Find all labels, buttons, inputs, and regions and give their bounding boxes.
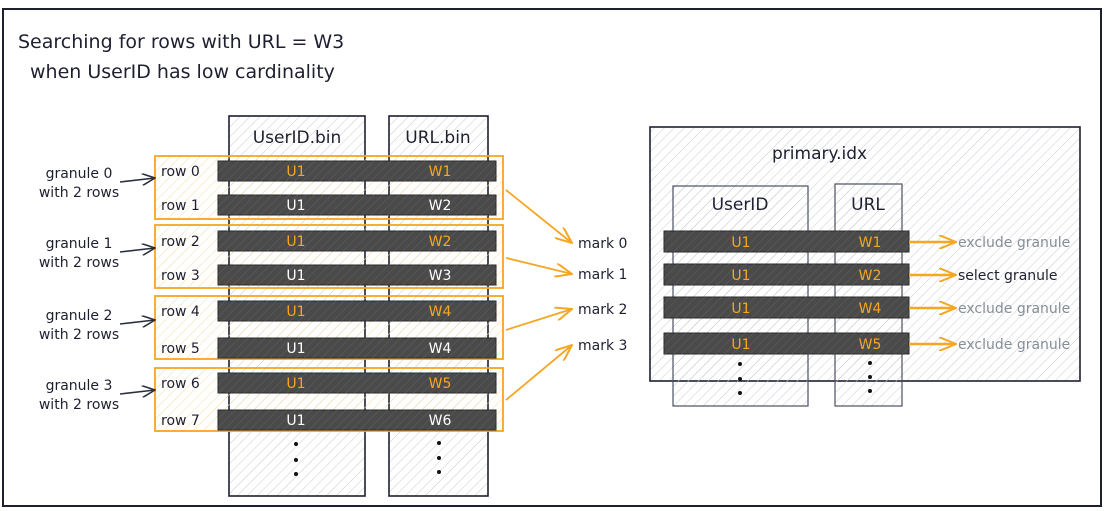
userid-cell: U1 <box>286 341 305 357</box>
index-userid-cell: U1 <box>731 268 750 284</box>
mark-label-0: mark 0 <box>578 236 627 252</box>
row-label: row 2 <box>161 234 200 250</box>
granule-row-count: with 2 rows <box>39 397 119 413</box>
row-bar-hatch <box>218 301 496 321</box>
userid-bin-header: UserID.bin <box>253 128 342 148</box>
outer-frame <box>2 8 1102 507</box>
granule-row-count: with 2 rows <box>39 327 119 343</box>
index-entry: U1 W4 <box>663 296 910 319</box>
url-bin-ellipsis <box>437 441 441 474</box>
index-userid-cell: U1 <box>731 301 750 317</box>
url-cell: W3 <box>429 268 452 284</box>
row-bar-hatch <box>218 161 496 181</box>
index-row-bar-hatch <box>664 231 909 252</box>
granule-label-0: granule 0 with 2 rows <box>39 166 155 201</box>
index-row-bar-hatch <box>664 297 909 318</box>
index-url-cell: W4 <box>859 301 882 317</box>
granule-arrow-icon <box>119 248 155 252</box>
granule-row-count: with 2 rows <box>39 255 119 271</box>
userid-cell: U1 <box>286 198 305 214</box>
index-row-bar-hatch <box>664 264 909 285</box>
row-bar-hatch <box>218 410 496 430</box>
row-bar-hatch <box>218 265 496 285</box>
row-bar-hatch <box>218 338 496 358</box>
granule-to-mark-arrow-icon <box>505 257 572 274</box>
row-bar-hatch <box>218 373 496 393</box>
primary-url-column <box>834 183 903 407</box>
primary-url-ellipsis <box>868 361 872 393</box>
row-bar-hatch <box>218 231 496 251</box>
granule-to-mark-arrow-icon <box>505 345 572 401</box>
data-row: row 2 U1 W2 <box>161 230 497 252</box>
primary-userid-column <box>672 185 809 407</box>
data-row: row 7 U1 W6 <box>161 409 497 431</box>
select-granule-label: select granule <box>958 268 1058 284</box>
granule-to-mark-arrow-icon <box>505 189 572 243</box>
exclude-granule-label: exclude granule <box>958 235 1070 251</box>
url-cell: W4 <box>429 304 452 320</box>
userid-cell: U1 <box>286 234 305 250</box>
url-cell: W6 <box>429 413 452 429</box>
granule-to-mark-arrow-icon <box>505 309 572 331</box>
granule-row-count: with 2 rows <box>39 185 119 201</box>
userid-cell: U1 <box>286 413 305 429</box>
url-cell: W2 <box>429 234 452 250</box>
url-bin-header: URL.bin <box>405 128 470 148</box>
index-row-bar-hatch <box>664 333 909 354</box>
data-row: row 6 U1 W5 <box>161 372 497 394</box>
url-cell: W1 <box>429 164 452 180</box>
row-bar-hatch <box>218 195 496 215</box>
userid-cell: U1 <box>286 304 305 320</box>
index-url-cell: W2 <box>859 268 882 284</box>
granule-name: granule 0 <box>46 166 113 182</box>
exclude-granule-label: exclude granule <box>958 337 1070 353</box>
index-userid-cell: U1 <box>731 337 750 353</box>
userid-cell: U1 <box>286 164 305 180</box>
row-label: row 0 <box>161 164 200 180</box>
row-label: row 1 <box>161 198 200 214</box>
index-url-cell: W1 <box>859 235 882 251</box>
granule-arrow-icon <box>119 320 155 324</box>
granule-label-3: granule 3 with 2 rows <box>39 378 155 413</box>
index-entry: U1 W2 <box>663 263 910 286</box>
granule-name: granule 3 <box>46 378 113 394</box>
primary-index-title: primary.idx <box>772 144 867 164</box>
primary-url-header: URL <box>851 195 885 215</box>
granule-arrow-icon <box>119 390 155 394</box>
granule-name: granule 1 <box>46 236 113 252</box>
primary-userid-header: UserID <box>712 195 769 215</box>
index-entry: U1 W1 <box>663 230 910 253</box>
userid-cell: U1 <box>286 376 305 392</box>
index-entry: U1 W5 <box>663 332 910 355</box>
data-row: row 0 U1 W1 <box>161 160 497 182</box>
row-label: row 3 <box>161 268 200 284</box>
granule-label-2: granule 2 with 2 rows <box>39 308 155 343</box>
data-row: row 3 U1 W3 <box>161 264 497 286</box>
userid-bin-ellipsis <box>294 442 298 476</box>
url-cell: W4 <box>429 341 452 357</box>
primary-userid-ellipsis <box>738 362 742 395</box>
mark-label-2: mark 2 <box>578 302 627 318</box>
index-url-cell: W5 <box>859 337 882 353</box>
mark-label-3: mark 3 <box>578 338 627 354</box>
row-label: row 5 <box>161 341 200 357</box>
index-userid-cell: U1 <box>731 235 750 251</box>
row-label: row 7 <box>161 413 200 429</box>
url-cell: W5 <box>429 376 452 392</box>
url-cell: W2 <box>429 198 452 214</box>
data-row: row 4 U1 W4 <box>161 300 497 322</box>
row-label: row 6 <box>161 376 200 392</box>
title-line-2: when UserID has low cardinality <box>30 61 335 83</box>
data-row: row 1 U1 W2 <box>161 194 497 216</box>
row-label: row 4 <box>161 304 200 320</box>
data-row: row 5 U1 W4 <box>161 337 497 359</box>
exclude-granule-label: exclude granule <box>958 301 1070 317</box>
title-line-1: Searching for rows with URL = W3 <box>18 31 344 53</box>
granule-arrow-icon <box>119 178 155 182</box>
granule-name: granule 2 <box>46 308 113 324</box>
mark-label-1: mark 1 <box>578 267 627 283</box>
userid-cell: U1 <box>286 268 305 284</box>
granule-label-1: granule 1 with 2 rows <box>39 236 155 271</box>
